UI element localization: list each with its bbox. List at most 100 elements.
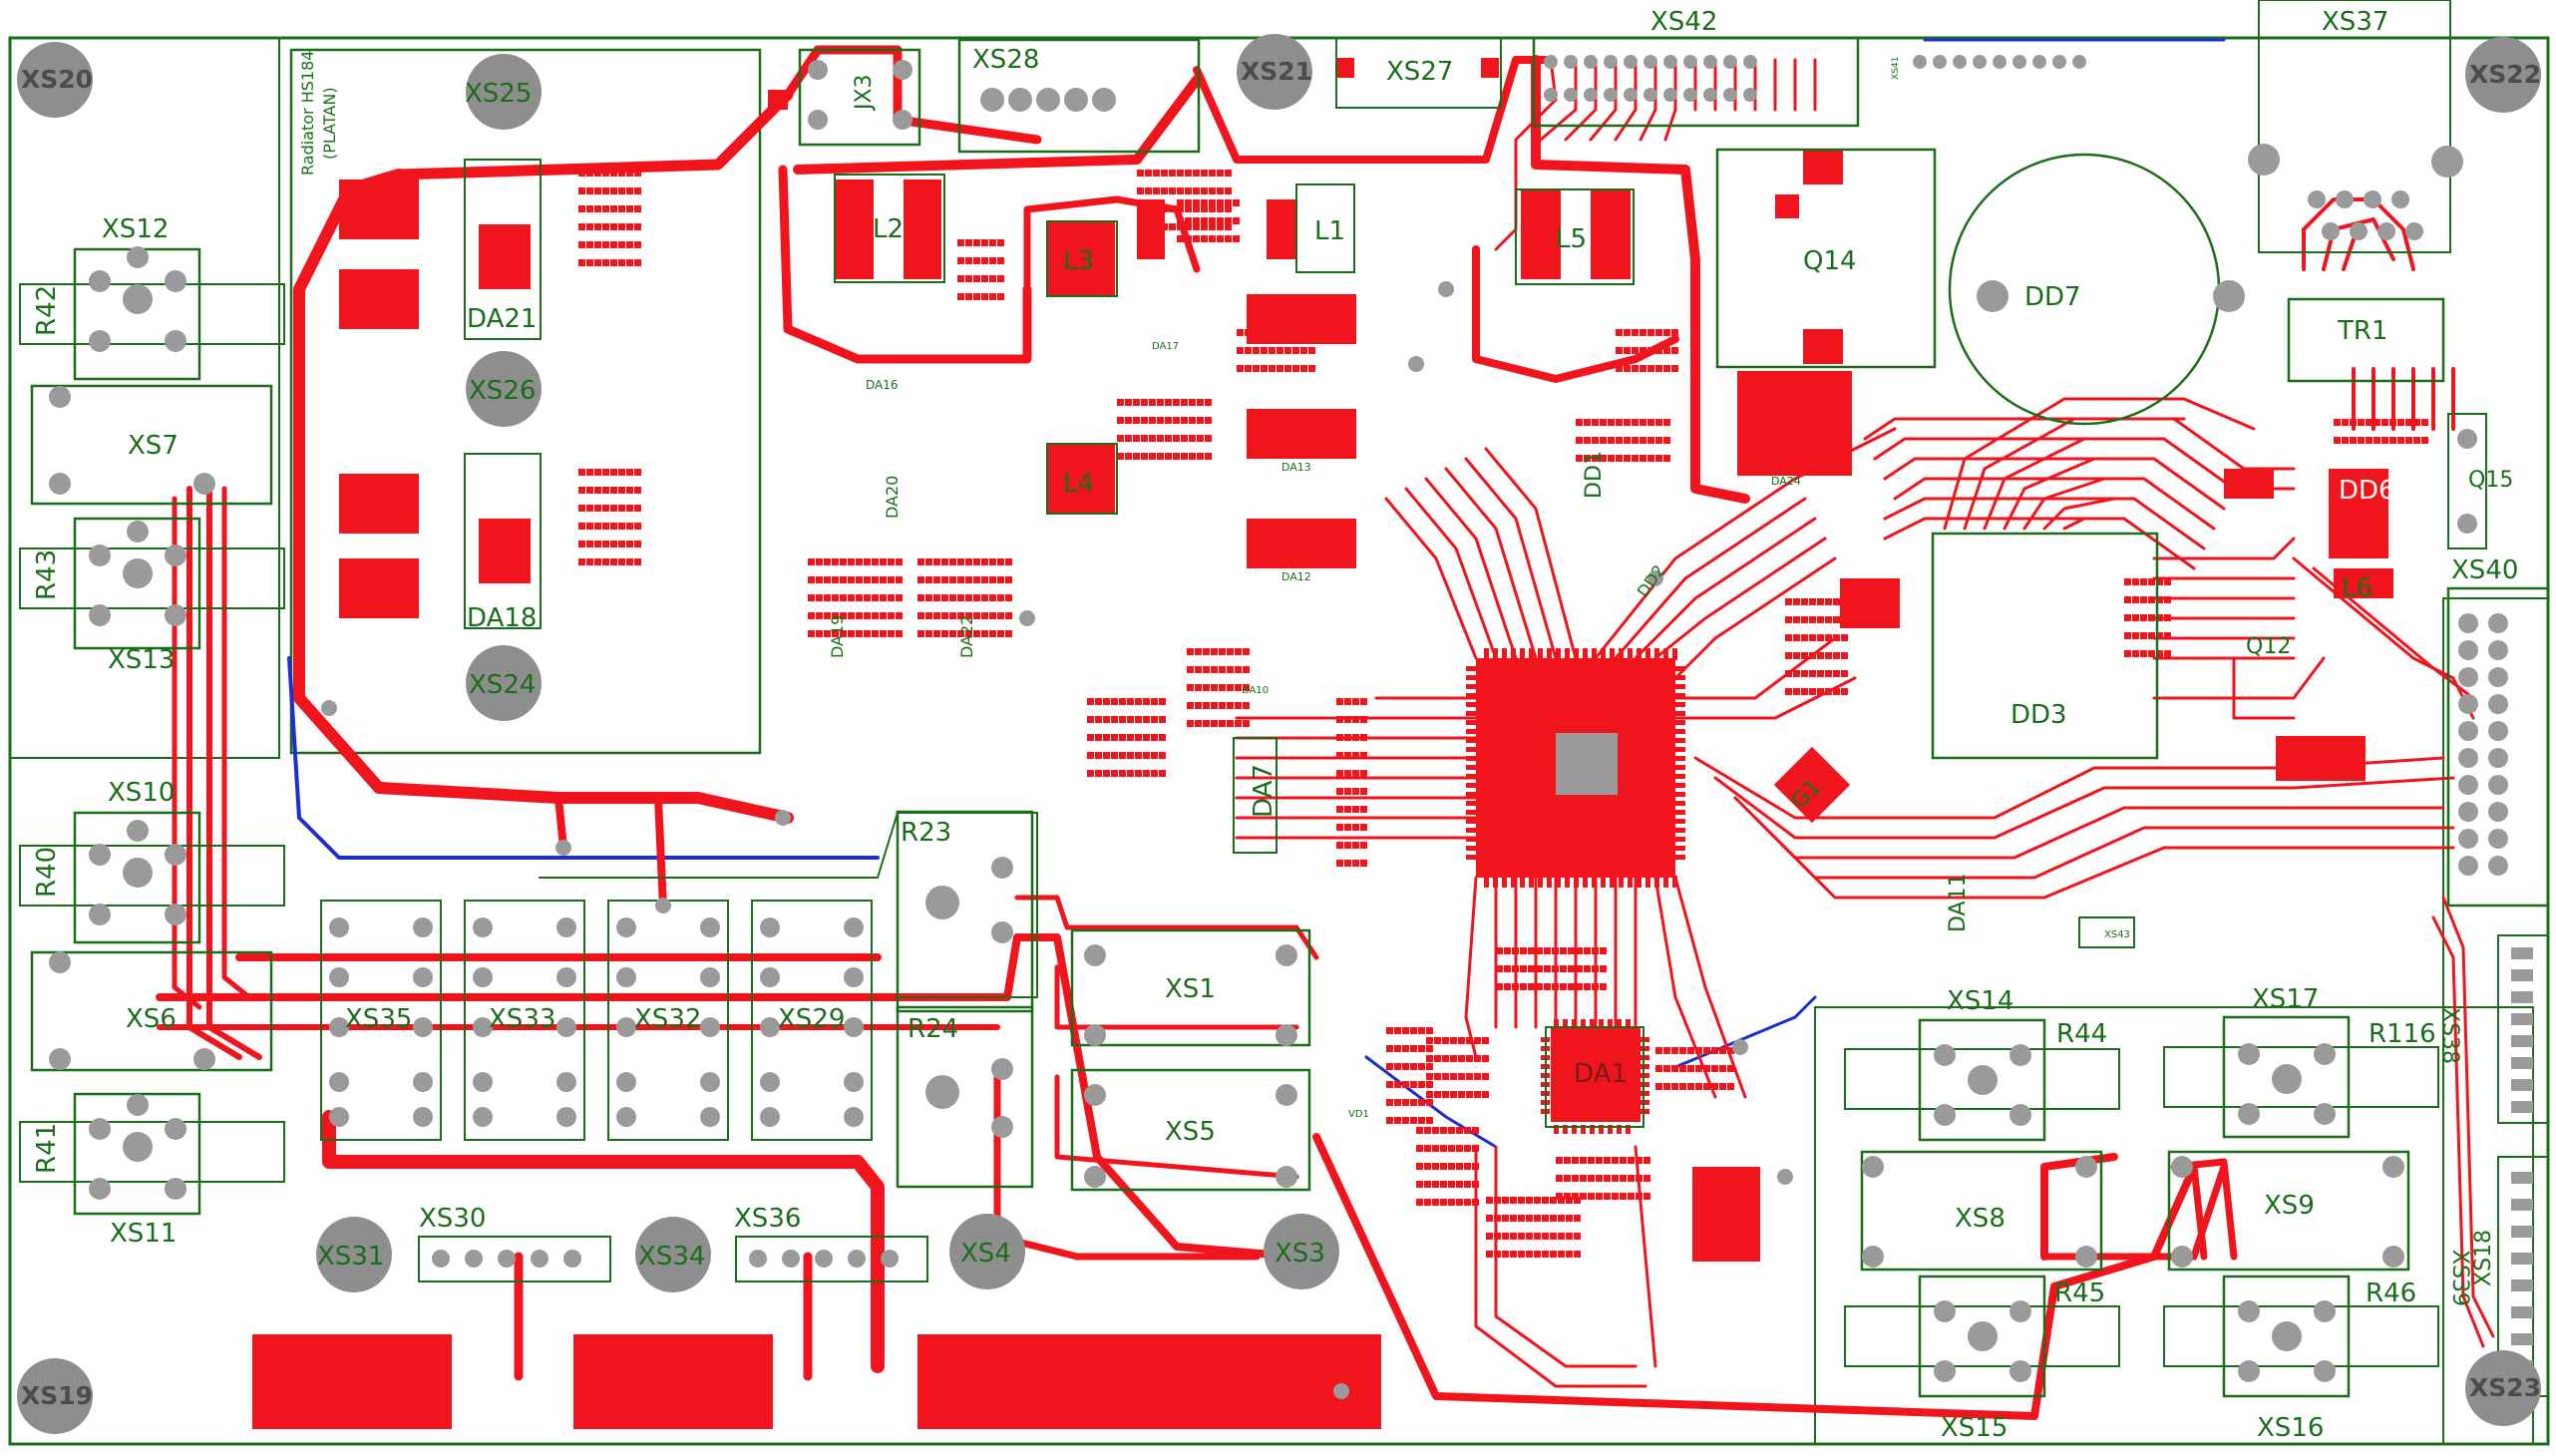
label-DA20: DA20 <box>883 476 902 519</box>
label-R45: R45 <box>2054 1278 2105 1308</box>
label-DA1: DA1 <box>1574 1059 1628 1089</box>
label-TR1: TR1 <box>2337 316 2388 346</box>
main-ic-die <box>1556 733 1618 795</box>
g1-pad <box>1773 746 1851 824</box>
label-R40: R40 <box>32 847 62 898</box>
label-XS35: XS35 <box>345 1004 412 1034</box>
resistor-labels: R42 R43 R40 R41 R23 R24 R44 R116 R45 R46 <box>32 285 2436 1308</box>
label-JX3: JX3 <box>852 74 877 112</box>
label-R46: R46 <box>2366 1278 2416 1308</box>
radiator-label: Radiator HS184 <box>298 51 317 176</box>
label-XS7: XS7 <box>128 431 179 461</box>
label-Q14: Q14 <box>1803 246 1857 276</box>
label-DD6: DD6 <box>2339 476 2395 506</box>
label-VD1: VD1 <box>1348 1109 1369 1120</box>
label-DA10: DA10 <box>1242 685 1269 696</box>
label-L2: L2 <box>873 214 904 244</box>
label-R24: R24 <box>908 1014 958 1044</box>
label-DA12: DA12 <box>1281 570 1311 583</box>
label-XS11: XS11 <box>110 1219 177 1249</box>
label-XS4: XS4 <box>960 1239 1011 1269</box>
label-XS19: XS19 <box>21 1381 93 1410</box>
connector-labels: XS28 XS27 XS42 XS37 XS41 XS12 XS7 XS13 X… <box>102 7 2518 1443</box>
label-R41: R41 <box>32 1123 62 1174</box>
label-XS42: XS42 <box>1650 7 1717 37</box>
label-Q15: Q15 <box>2468 468 2513 493</box>
label-R44: R44 <box>2056 1019 2107 1049</box>
label-XS15: XS15 <box>1941 1413 2008 1443</box>
label-Q12: Q12 <box>2246 634 2291 659</box>
label-XS24: XS24 <box>469 670 536 700</box>
label-XS43: XS43 <box>2104 929 2130 940</box>
label-XS14: XS14 <box>1947 986 2013 1016</box>
label-L3: L3 <box>1063 246 1094 276</box>
label-XS5: XS5 <box>1165 1117 1216 1147</box>
label-R116: R116 <box>2369 1019 2436 1049</box>
label-XS36: XS36 <box>734 1204 801 1234</box>
label-XS32: XS32 <box>634 1004 701 1034</box>
label-XS6: XS6 <box>126 1004 177 1034</box>
label-XS8: XS8 <box>1955 1204 2006 1234</box>
label-DD7: DD7 <box>2024 282 2081 312</box>
label-XS9: XS9 <box>2264 1191 2315 1221</box>
label-XS40: XS40 <box>2451 555 2518 585</box>
ic-labels: DA21 DA18 DA20 DA19 DA22 DA13 DA12 DA24 … <box>467 282 2395 1120</box>
label-XS1: XS1 <box>1165 974 1216 1004</box>
label-DA21: DA21 <box>467 304 537 334</box>
label-DA7: DA7 <box>1249 764 1278 818</box>
label-L4: L4 <box>1063 469 1094 499</box>
label-DA24: DA24 <box>1771 475 1801 488</box>
label-XS41: XS41 <box>1891 57 1901 80</box>
label-XS17: XS17 <box>2252 984 2319 1014</box>
label-XS38: XS38 <box>2437 1007 2462 1064</box>
label-DA19: DA19 <box>828 615 847 658</box>
label-DA16: DA16 <box>866 378 899 392</box>
label-L6: L6 <box>2342 573 2373 603</box>
label-XS25: XS25 <box>465 79 532 109</box>
mount-hole-labels: XS20 XS21 XS22 XS19 XS23 XS25 XS26 XS24 … <box>21 57 2541 1410</box>
label-R42: R42 <box>32 285 62 336</box>
label-XS10: XS10 <box>108 778 175 808</box>
label-XS27: XS27 <box>1386 57 1453 87</box>
label-XS20: XS20 <box>21 65 93 94</box>
label-R23: R23 <box>901 818 951 848</box>
label-XS31: XS31 <box>317 1242 384 1272</box>
bottom-layer-traces <box>287 38 2226 1149</box>
label-DA22: DA22 <box>957 615 976 658</box>
label-XS30: XS30 <box>419 1204 486 1234</box>
smd-pads <box>578 170 2428 1258</box>
label-XS13: XS13 <box>108 645 175 675</box>
mount-holes <box>17 34 2541 1434</box>
label-XS33: XS33 <box>489 1004 555 1034</box>
label-XS29: XS29 <box>778 1004 845 1034</box>
label-DD2: DD2 <box>1634 561 1669 600</box>
label-DD1: DD1 <box>1582 451 1607 499</box>
label-XS34: XS34 <box>638 1242 705 1272</box>
label-XS12: XS12 <box>102 214 169 244</box>
label-XS23: XS23 <box>2469 1373 2541 1402</box>
label-XS39: XS39 <box>2447 1250 2472 1306</box>
label-DD3: DD3 <box>2010 700 2067 730</box>
component-outlines <box>19 0 2550 1398</box>
label-XS21: XS21 <box>1241 57 1312 86</box>
label-DA11: DA11 <box>1946 873 1971 932</box>
through-hole-pads <box>49 55 2533 1399</box>
label-XS16: XS16 <box>2257 1413 2324 1443</box>
radiator-label-2: (PLATAN) <box>320 87 339 160</box>
label-L1: L1 <box>1314 216 1345 246</box>
inductor-labels: L2 L3 L1 L4 L5 L6 <box>873 214 2373 603</box>
label-XS22: XS22 <box>2469 60 2541 89</box>
label-XS3: XS3 <box>1275 1239 1325 1269</box>
label-DA18: DA18 <box>467 603 537 633</box>
label-XS28: XS28 <box>972 45 1039 75</box>
label-DA13: DA13 <box>1281 461 1311 474</box>
copper-pours <box>252 58 2393 1429</box>
label-L5: L5 <box>1556 224 1587 254</box>
label-XS18: XS18 <box>2471 1230 2496 1286</box>
label-XS26: XS26 <box>469 376 536 406</box>
label-DA17: DA17 <box>1152 341 1179 352</box>
radiator-outline <box>289 48 762 755</box>
label-R43: R43 <box>32 549 62 600</box>
label-XS37: XS37 <box>2322 7 2388 37</box>
